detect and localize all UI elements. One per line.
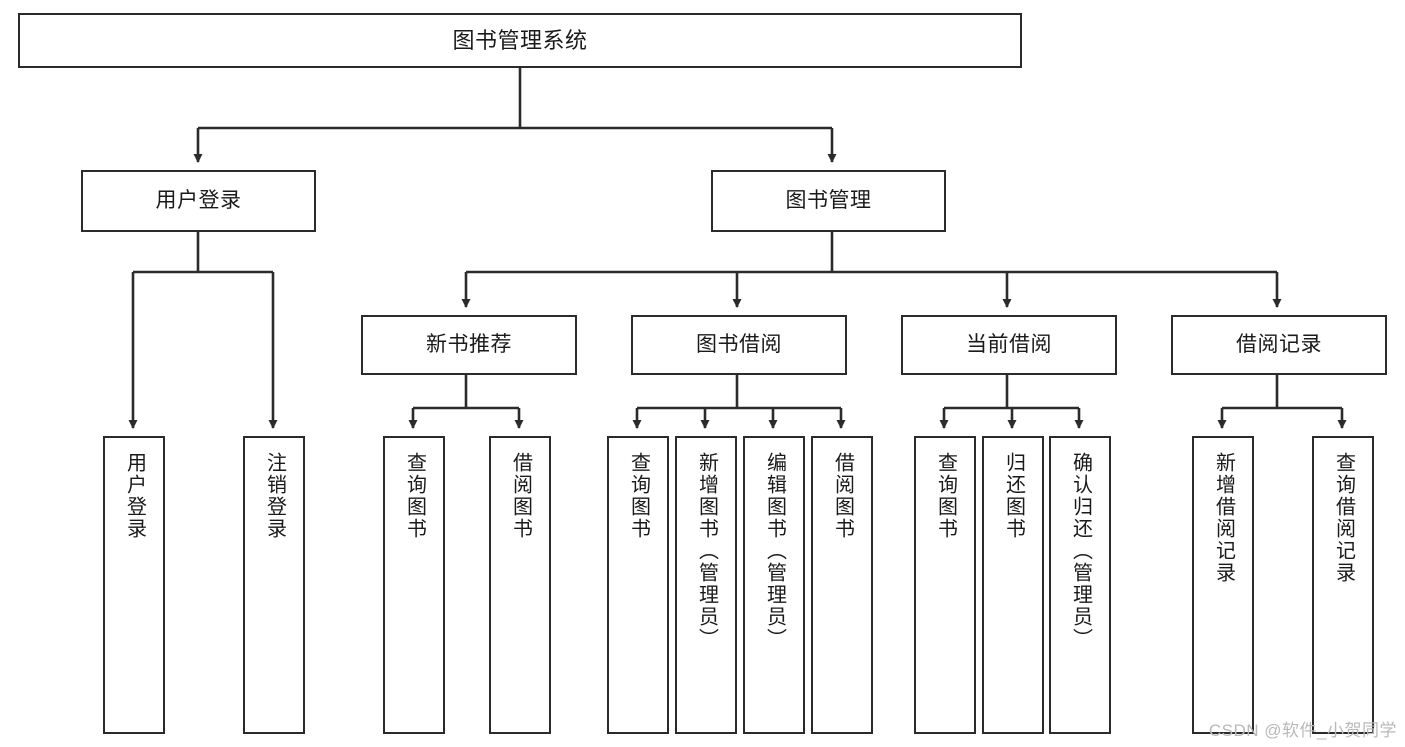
node-leaf-logout-login[interactable]: 注销登录 bbox=[243, 436, 305, 734]
node-leaf-query-book-1-label: 查询图书 bbox=[403, 452, 426, 540]
node-leaf-borrow-book-1[interactable]: 借阅图书 bbox=[489, 436, 551, 734]
node-leaf-add-record[interactable]: 新增借阅记录 bbox=[1192, 436, 1254, 734]
node-user-login[interactable]: 用户登录 bbox=[81, 170, 316, 232]
node-current-borrow[interactable]: 当前借阅 bbox=[901, 315, 1117, 375]
node-leaf-query-book-1[interactable]: 查询图书 bbox=[383, 436, 445, 734]
node-leaf-user-login[interactable]: 用户登录 bbox=[103, 436, 165, 734]
node-current-borrow-label: 当前借阅 bbox=[966, 332, 1052, 356]
node-leaf-add-book-label: 新增图书（管理员） bbox=[695, 452, 718, 650]
node-leaf-logout-login-label: 注销登录 bbox=[263, 452, 286, 540]
watermark-text: CSDN @软件_小贺同学 bbox=[1208, 721, 1397, 740]
node-book-borrow[interactable]: 图书借阅 bbox=[631, 315, 847, 375]
node-new-book-recommend-label: 新书推荐 bbox=[426, 332, 512, 356]
node-new-book-recommend[interactable]: 新书推荐 bbox=[361, 315, 577, 375]
node-leaf-query-record-label: 查询借阅记录 bbox=[1332, 452, 1355, 584]
node-leaf-query-record[interactable]: 查询借阅记录 bbox=[1312, 436, 1374, 734]
node-leaf-return-book-label: 归还图书 bbox=[1002, 452, 1025, 540]
node-user-login-label: 用户登录 bbox=[155, 188, 242, 212]
node-book-borrow-label: 图书借阅 bbox=[696, 332, 782, 356]
node-leaf-add-record-label: 新增借阅记录 bbox=[1212, 452, 1235, 584]
node-leaf-query-book-3-label: 查询图书 bbox=[934, 452, 957, 540]
node-leaf-query-book-3[interactable]: 查询图书 bbox=[914, 436, 976, 734]
node-leaf-borrow-book-1-label: 借阅图书 bbox=[509, 452, 532, 540]
node-leaf-user-login-label: 用户登录 bbox=[123, 452, 146, 540]
node-leaf-add-book[interactable]: 新增图书（管理员） bbox=[675, 436, 737, 734]
node-borrow-record-label: 借阅记录 bbox=[1236, 332, 1322, 356]
node-book-manage-label: 图书管理 bbox=[785, 188, 872, 212]
node-leaf-query-book-2-label: 查询图书 bbox=[627, 452, 650, 540]
node-leaf-edit-book-label: 编辑图书（管理员） bbox=[763, 452, 786, 650]
node-root[interactable]: 图书管理系统 bbox=[18, 13, 1022, 68]
node-root-label: 图书管理系统 bbox=[452, 27, 588, 53]
node-book-manage[interactable]: 图书管理 bbox=[711, 170, 946, 232]
node-leaf-confirm-return-label: 确认归还（管理员） bbox=[1069, 452, 1092, 650]
node-leaf-query-book-2[interactable]: 查询图书 bbox=[607, 436, 669, 734]
node-borrow-record[interactable]: 借阅记录 bbox=[1171, 315, 1387, 375]
node-leaf-borrow-book-2-label: 借阅图书 bbox=[831, 452, 854, 540]
node-leaf-borrow-book-2[interactable]: 借阅图书 bbox=[811, 436, 873, 734]
node-leaf-confirm-return[interactable]: 确认归还（管理员） bbox=[1049, 436, 1111, 734]
node-leaf-return-book[interactable]: 归还图书 bbox=[982, 436, 1044, 734]
node-leaf-edit-book[interactable]: 编辑图书（管理员） bbox=[743, 436, 805, 734]
